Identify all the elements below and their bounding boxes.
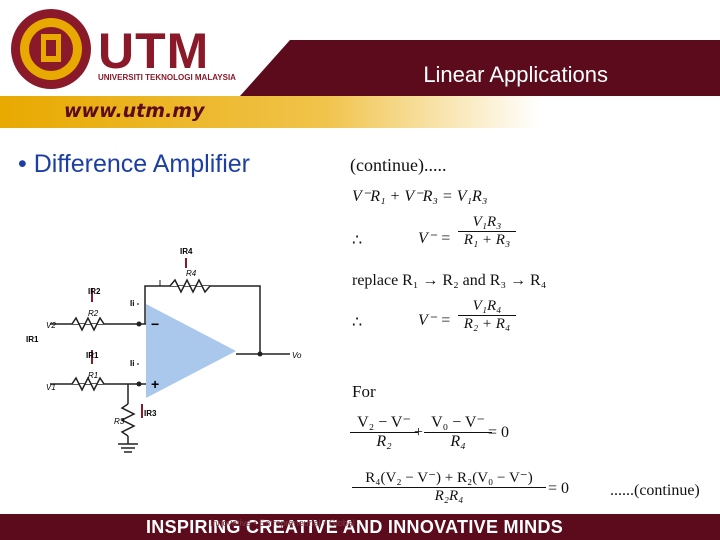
equation-4-a-numerator: V₂ − V⁻ [350,412,418,433]
footer-band [0,514,720,540]
gold-bar [0,96,720,128]
opamp-minus: − [151,316,159,332]
label-r4: R4 [186,269,197,278]
label-ir2: IR2 [88,287,101,296]
therefore-2: ∴ [352,314,363,331]
equation-4-b-numerator: V₀ − V⁻ [424,412,492,433]
equation-5-numerator: R₄(V₂ − V⁻) + R₂(V₀ − V⁻) [352,468,546,488]
continue-top: (continue)..... [350,155,447,175]
label-vo: Vo [292,351,302,360]
label-ir1: IR1 [86,351,99,360]
equation-4-term-a: V₂ − V⁻ R₂ [350,412,418,451]
equation-3-lhs: V⁻ = [418,312,452,329]
logo-subtitle: UNIVERSITI TEKNOLOGI MALAYSIA [98,73,236,82]
label-r3: R3 [114,417,125,426]
equation-5-rhs: = 0 [548,480,570,497]
label-ir4: IR4 [180,247,193,256]
label-ir3: IR3 [144,409,157,418]
footer-faint-text: Innovative • Entrepreneurial • Global [210,518,355,528]
equation-2-numerator: V₁R₃ [458,214,516,232]
label-ii-top: Ii - [130,299,140,308]
label-ii-bot: Ii - [130,359,140,368]
continue-bottom: ......(continue) [610,482,700,499]
footer-slogan: INSPIRING CREATIVE AND INNOVATIVE MINDS [146,517,564,537]
label-v1: V1 [46,383,56,392]
slide-title: Linear Applications [423,62,608,87]
equation-5-denominator: R₂R₄ [434,488,464,504]
equation-4-rhs: = 0 [488,424,510,441]
therefore-1: ∴ [352,232,363,249]
equation-2-fraction: V₁R₃ R₁ + R₃ [458,214,516,249]
label-v2: V2 [46,321,56,330]
utm-crest-icon [11,9,91,89]
equation-2-denominator: R₁ + R₃ [463,232,511,248]
header-wedge [240,40,720,96]
equation-4-b-denominator: R₄ [450,433,466,450]
equation-4-a-denominator: R₂ [376,433,392,450]
bullet-heading: • Difference Amplifier [18,150,250,178]
equation-4-term-b: V₀ − V⁻ R₄ [424,412,492,451]
equation-3-numerator: V₁R₄ [458,298,516,316]
equation-3-denominator: R₂ + R₄ [463,316,511,332]
equation-5-fraction: R₄(V₂ − V⁻) + R₂(V₀ − V⁻) R₂R₄ [352,468,546,505]
label-ir1-left: IR1 [26,335,39,344]
logo-text: UTM [98,23,210,79]
label-r2: R2 [88,309,99,318]
header-band: UTM UNIVERSITI TEKNOLOGI MALAYSIA Linear… [0,0,720,96]
equation-4-plus: + [414,424,424,441]
website-link[interactable]: www.utm.my [64,100,205,122]
replace-line: replace R₁ → R₂ and R₃ → R₄ [352,272,547,289]
difference-amplifier-circuit: IR4 R4 IR2 Ii - V2 R2 IR1 IR1 Ii - R1 V1… [26,247,302,453]
opamp-plus: + [151,376,159,392]
equation-3-fraction: V₁R₄ R₂ + R₄ [458,298,516,333]
equation-1: V⁻R₁ + V⁻R₃ = V₁R₃ [352,188,488,205]
label-r1: R1 [88,371,98,380]
equation-2-lhs: V⁻ = [418,230,452,247]
for-label: For [352,382,376,401]
